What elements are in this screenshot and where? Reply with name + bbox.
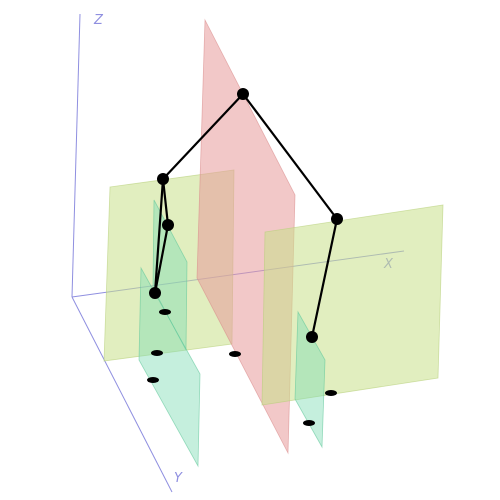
- limb-plane-right: [294, 310, 326, 449]
- shadow-marker: [229, 351, 241, 357]
- z-axis-label: Z: [93, 13, 104, 28]
- link-left-thigh-b: [161, 177, 170, 227]
- limb-plane-left-lower: [138, 266, 201, 468]
- z-axis: [71, 13, 81, 298]
- shadow-marker: [303, 420, 315, 426]
- joint-right-ankle[interactable]: [306, 331, 318, 343]
- joint-left-knee[interactable]: [162, 219, 174, 231]
- skeleton-joints: [149, 88, 343, 343]
- y-axis: [71, 296, 173, 493]
- shadow-marker: [325, 390, 337, 396]
- frontal-plane-right: [261, 204, 444, 406]
- link-left-shank: [153, 223, 170, 295]
- joint-pelvis[interactable]: [237, 88, 249, 100]
- shadow-marker: [147, 377, 159, 383]
- limb-plane-left-upper: [152, 199, 188, 351]
- joint-left-ankle[interactable]: [149, 287, 161, 299]
- shadow-marker: [159, 309, 171, 315]
- joint-left-hip[interactable]: [157, 173, 169, 185]
- shadow-marker: [151, 350, 163, 356]
- link-right-shank: [310, 217, 339, 339]
- link-hip-right: [241, 92, 339, 221]
- skeleton-links: [153, 92, 339, 339]
- ground-shadows: [147, 309, 337, 426]
- link-hip-left: [161, 92, 245, 181]
- y-axis-label: Y: [174, 471, 183, 486]
- link-left-thigh-a: [153, 177, 165, 295]
- joint-right-hip[interactable]: [331, 213, 343, 225]
